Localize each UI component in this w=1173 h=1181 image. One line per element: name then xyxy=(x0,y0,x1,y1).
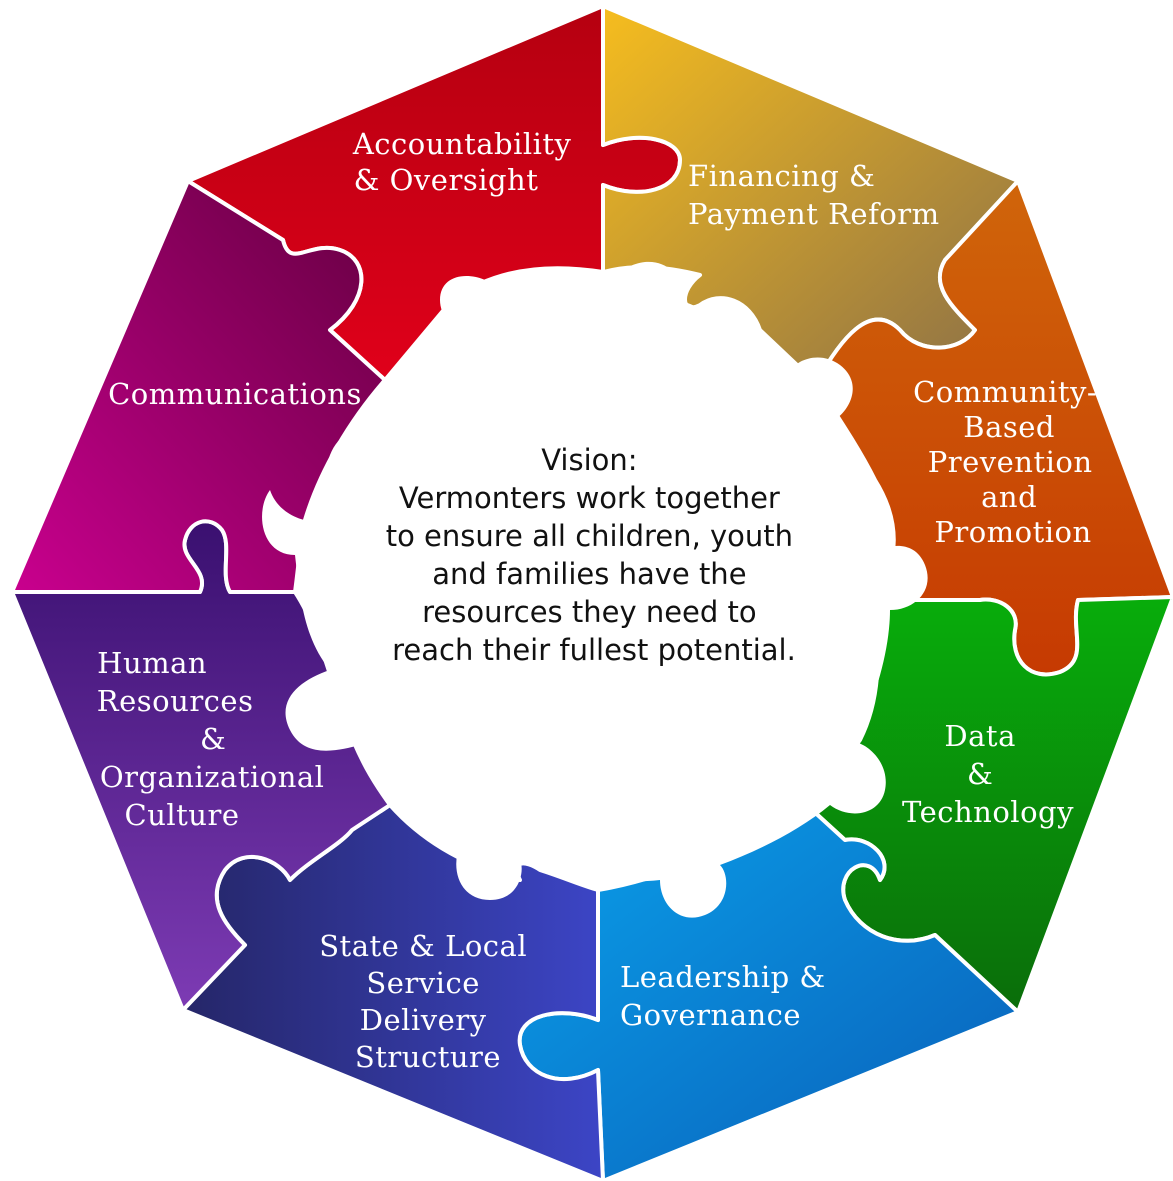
label-data-line-2: & xyxy=(967,757,993,791)
segment-communications xyxy=(10,179,387,594)
label-financing-line-1: Financing & xyxy=(688,159,875,193)
vision-line-2: Vermonters work together xyxy=(399,481,780,515)
label-state-local-line-4: Structure xyxy=(355,1040,501,1074)
label-accountability-line-1: Accountability xyxy=(352,127,572,161)
vision-line-1: Vision: xyxy=(541,443,637,477)
label-human-resources-line-1: Human xyxy=(97,646,207,680)
label-human-resources-line-4: Organizational xyxy=(100,760,325,794)
label-community-line-4: and xyxy=(981,480,1037,514)
label-community-line-1: Community- xyxy=(913,375,1097,409)
label-data-line-1: Data xyxy=(944,719,1015,753)
label-state-local: State & Local Service Delivery Structure xyxy=(319,929,537,1074)
label-data: Data & Technology xyxy=(902,719,1074,829)
label-state-local-line-2: Service xyxy=(366,966,479,1000)
label-accountability-line-2: & Oversight xyxy=(354,163,539,197)
label-accountability: Accountability & Oversight xyxy=(352,127,581,197)
label-leadership: Leadership & Governance xyxy=(620,960,835,1032)
label-state-local-line-1: State & Local xyxy=(319,929,527,963)
label-human-resources: Human Resources & Organizational Culture xyxy=(97,646,334,832)
vision-line-3: to ensure all children, youth xyxy=(386,519,793,553)
label-leadership-line-1: Leadership & xyxy=(620,960,826,994)
label-community-line-2: Based xyxy=(963,410,1055,444)
label-financing: Financing & Payment Reform xyxy=(688,159,940,231)
label-communications: Communications xyxy=(108,377,362,411)
vision-line-5: resources they need to xyxy=(422,595,757,629)
vision-statement: Vision: Vermonters work together to ensu… xyxy=(386,443,803,667)
vision-center-gear xyxy=(262,261,928,918)
vision-line-4: and families have the xyxy=(432,557,746,591)
label-human-resources-line-5: Culture xyxy=(125,798,240,832)
label-financing-line-2: Payment Reform xyxy=(688,197,940,231)
label-human-resources-line-2: Resources xyxy=(97,684,254,718)
label-community-line-3: Prevention xyxy=(928,445,1093,479)
label-data-line-3: Technology xyxy=(902,795,1074,829)
label-leadership-line-2: Governance xyxy=(620,998,801,1032)
vision-line-6: reach their fullest potential. xyxy=(392,633,796,667)
label-communications-line-1: Communications xyxy=(108,377,362,411)
label-community-line-5: Promotion xyxy=(934,515,1091,549)
label-state-local-line-3: Delivery xyxy=(360,1003,487,1037)
label-human-resources-line-3: & xyxy=(200,722,226,756)
label-community: Community- Based Prevention and Promotio… xyxy=(913,375,1107,549)
